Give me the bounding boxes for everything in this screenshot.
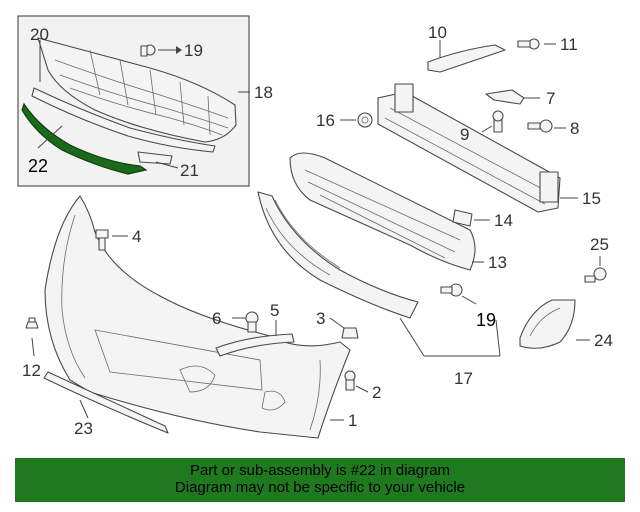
screw-19-inset xyxy=(140,44,182,57)
part-6-clip xyxy=(245,311,259,333)
part-8-bolt xyxy=(527,119,553,133)
part-10-bracket xyxy=(427,44,506,73)
part-14-pad xyxy=(452,209,473,227)
banner-line-1: Part or sub-assembly is #22 in diagram xyxy=(189,462,451,479)
callout-3: 3 xyxy=(316,309,325,328)
part-17-lower-grille xyxy=(257,191,419,319)
part-7-bracket xyxy=(485,89,525,105)
screw-19-lower xyxy=(440,283,463,297)
part-5-molding xyxy=(215,333,295,357)
callout-9: 9 xyxy=(460,125,469,144)
callout-19-lower: 19 xyxy=(476,310,496,330)
part-21-clip xyxy=(137,151,173,165)
info-banner: Part or sub-assembly is #22 in diagram D… xyxy=(15,458,625,502)
banner-line-2: Diagram may not be specific to your vehi… xyxy=(174,479,466,496)
callout-5: 5 xyxy=(270,301,279,320)
callout-8: 8 xyxy=(570,119,579,138)
part-9-bolt xyxy=(492,110,504,133)
part-16-nut xyxy=(357,112,373,128)
callout-7: 7 xyxy=(546,89,555,108)
part-4-clip xyxy=(95,229,109,251)
callout-16: 16 xyxy=(316,111,335,130)
part-23-strip xyxy=(43,371,169,434)
callout-13: 13 xyxy=(488,253,507,272)
callout-19-inset: 19 xyxy=(184,41,203,60)
grille-part xyxy=(37,37,237,143)
part-15-reinforcement xyxy=(377,83,561,213)
callout-18: 18 xyxy=(254,83,273,102)
part-24-fog-cover xyxy=(519,299,576,349)
callout-4: 4 xyxy=(132,227,141,246)
part-2-screw xyxy=(344,370,356,391)
callout-15: 15 xyxy=(582,189,601,208)
callout-1: 1 xyxy=(348,411,357,430)
callout-14: 14 xyxy=(494,211,513,230)
callout-11: 11 xyxy=(560,35,578,54)
callout-24: 24 xyxy=(594,331,613,350)
callout-20: 20 xyxy=(30,25,49,44)
callout-23: 23 xyxy=(74,419,93,438)
part-11-bolt xyxy=(517,38,540,50)
part-1-bumper-cover xyxy=(44,195,351,439)
callout-17: 17 xyxy=(454,369,473,388)
part-12-clip xyxy=(25,317,39,329)
callout-21: 21 xyxy=(180,161,199,180)
parts-diagram: 20 19 18 22 21 10 11 7 16 9 8 15 14 13 2… xyxy=(17,15,613,439)
part-3-clip xyxy=(341,327,359,339)
part-25-bolt xyxy=(584,267,607,283)
callout-10: 10 xyxy=(428,23,447,42)
callout-2: 2 xyxy=(372,383,381,402)
part-13-absorber xyxy=(289,152,476,271)
leader-lines xyxy=(31,40,601,421)
lower-molding-part xyxy=(31,87,216,153)
callout-12: 12 xyxy=(22,361,41,380)
callout-25: 25 xyxy=(590,235,609,254)
callout-22: 22 xyxy=(28,156,48,176)
callout-6: 6 xyxy=(212,309,221,328)
